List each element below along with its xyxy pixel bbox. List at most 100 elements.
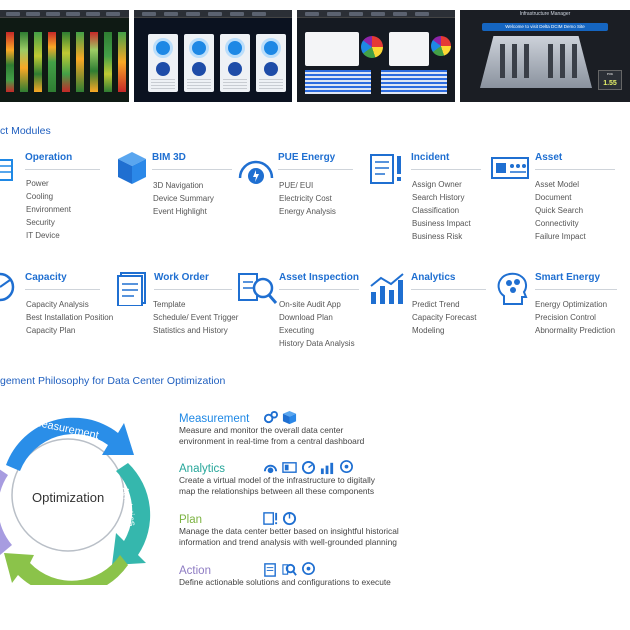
analytics-chart-icon [320,462,334,475]
module-title: BIM 3D [152,152,186,163]
rack-3d [500,44,505,78]
module-feature: On-site Audit App [279,300,341,309]
asset-server-icon [282,462,297,473]
analytics-chart-icon [370,273,404,304]
module-feature: Environment [26,205,71,214]
module-feature: Capacity Plan [26,326,76,335]
module-title: Asset [535,152,563,163]
chart-panel [305,32,359,66]
cycle-center-label: Optimization [32,490,105,505]
module-divider [535,289,617,290]
module-divider [154,289,232,290]
screenshot-toolbar [0,10,129,18]
module-feature: Connectivity [535,219,579,228]
plan-arrow [4,553,128,585]
module-divider [278,169,353,170]
module-divider [411,169,481,170]
rack-heat-column [76,32,84,92]
analytics-arrow [112,463,151,565]
module-feature-list: Predict Trend Capacity Forecast Modeling [412,298,476,337]
step-description: map the relationships between all these … [179,486,375,496]
step-description: environment in real-time from a central … [179,436,365,446]
module-title: PUE Energy [278,152,336,163]
rack-heat-column [118,32,126,92]
asset-server-icon [491,157,529,179]
module-feature: 3D Navigation [153,181,204,190]
module-feature: Assign Owner [412,180,462,189]
step-analytics: Analytics Create a virtual model of the … [179,460,375,497]
step-description: information and trend analysis with well… [179,537,397,547]
module-feature: Asset Model [535,180,580,189]
optimization-cycle-diagram: Measurement Analytics Plan [0,405,158,585]
module-feature: Template [153,300,186,309]
infra-banner-title: Infrastructure Manager [519,11,571,17]
module-title: Analytics [411,272,456,283]
module-feature: Power [26,179,49,188]
module-feature: Predict Trend [412,300,460,309]
rack-heat-column [34,32,42,92]
capacity-gauge-icon [282,511,297,526]
module-feature: Electricity Cost [279,194,332,203]
screenshot-heatmap[interactable] [0,10,129,102]
building-icon [0,159,13,181]
module-feature: Business Impact [412,219,471,228]
step-icons [263,410,297,425]
module-feature-list: Power Cooling Environment Security IT De… [26,177,71,242]
step-icons [263,562,316,577]
inspection-magnifier-icon [282,563,297,576]
module-divider [25,169,100,170]
brain-head-icon [340,460,353,474]
capacity-gauge-icon [0,272,15,302]
module-feature: Best Installation Position [26,313,114,322]
module-feature: Download Plan [279,313,333,322]
module-divider [411,289,486,290]
screenshot-toolbar [134,10,292,18]
screenshot-pdu-towers[interactable] [134,10,292,102]
screenshot-3d-datacenter[interactable]: Infrastructure Manager Welcome to visit … [460,10,630,102]
rack-heat-column [104,32,112,92]
module-feature: Energy Analysis [279,207,336,216]
rack-heat-column [6,32,14,92]
module-feature-list: PUE/ EUI Electricity Cost Energy Analysi… [279,179,336,218]
module-divider [25,289,100,290]
module-feature-list: Capacity Analysis Best Installation Posi… [26,298,113,337]
module-feature: Capacity Forecast [412,313,477,322]
module-feature-list: 3D Navigation Device Summary Event Highl… [153,179,214,218]
cycle-label-plan: Plan [58,565,83,579]
module-feature: Event Highlight [153,207,207,216]
module-feature-list: On-site Audit App Download Plan Executin… [279,298,355,350]
philosophy-title: gement Philosophy for Data Center Optimi… [0,375,226,387]
module-title: Work Order [154,272,209,283]
module-feature-list: Asset Model Document Quick Search Connec… [535,178,586,243]
measurement-arrow [6,417,134,471]
rack-3d [560,44,565,78]
chart-panel [389,32,429,66]
step-description: Manage the data center better based on i… [179,526,399,536]
capacity-gauge-icon [301,460,316,475]
module-feature: IT Device [26,231,60,240]
brain-head-icon [302,562,315,576]
step-title: Analytics [179,463,226,475]
module-feature-list: Template Schedule/ Event Trigger Statist… [153,298,238,337]
step-description: Create a virtual model of the infrastruc… [179,475,375,485]
module-feature: Abnormality Prediction [535,326,616,335]
rack-heat-column [20,32,28,92]
screenshot-energy-dashboard[interactable] [297,10,455,102]
module-feature: Modeling [412,326,445,335]
module-feature: Search History [412,193,465,202]
pie-chart-icon [431,36,451,56]
module-feature: Statistics and History [153,326,228,335]
data-table [381,70,447,94]
rack-3d [524,44,529,78]
pdu-tower-card [148,34,178,92]
kpi-value: 1.55 [603,80,617,87]
module-title: Asset Inspection [279,272,360,283]
module-feature: Executing [279,326,315,335]
rack-heat-column [48,32,56,92]
brain-head-icon [497,272,528,305]
pdu-tower-card [256,34,286,92]
pdu-tower-card [220,34,250,92]
module-title: Capacity [25,272,67,283]
module-feature: Quick Search [535,206,584,215]
